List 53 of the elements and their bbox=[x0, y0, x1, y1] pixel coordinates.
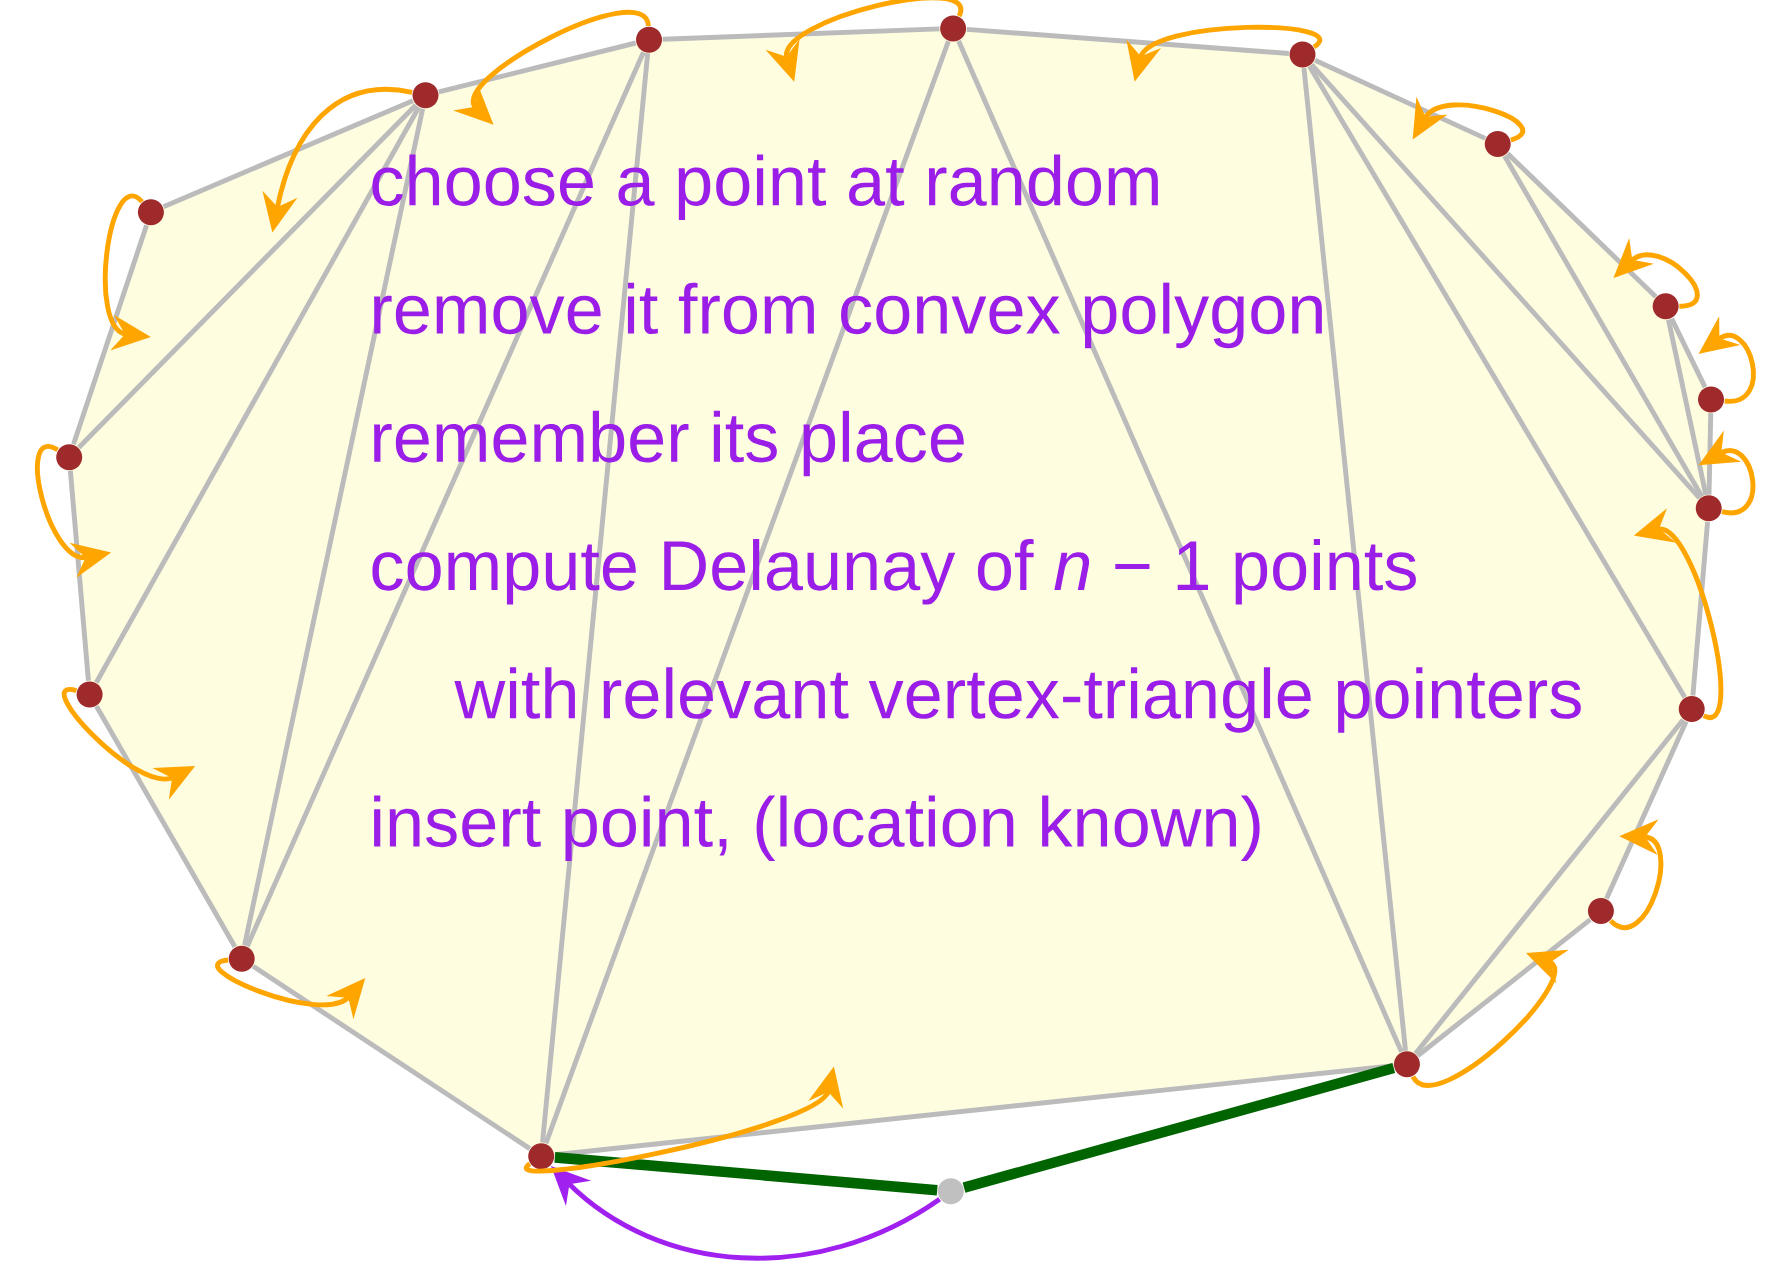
edge-line bbox=[1416, 917, 1592, 1058]
step-text: with relevant vertex-triangle pointers bbox=[454, 667, 1581, 733]
vertex-dot bbox=[1587, 898, 1614, 925]
edge-line bbox=[251, 964, 532, 1151]
vertex-dot bbox=[1393, 1051, 1420, 1078]
edge-line bbox=[1307, 65, 1687, 699]
vertex-dot bbox=[137, 199, 164, 226]
vertex-dot bbox=[528, 1143, 555, 1170]
edge-line bbox=[245, 51, 646, 948]
step-text: choose a point at random bbox=[372, 154, 1158, 220]
vertex-dot bbox=[636, 26, 662, 53]
vertex-dot bbox=[940, 15, 967, 42]
step-text: remember its place bbox=[374, 410, 964, 477]
edge-line bbox=[1301, 67, 1408, 1051]
edge-line bbox=[966, 26, 1290, 56]
edge-line bbox=[1690, 521, 1711, 696]
edge-line bbox=[540, 53, 651, 1143]
vertex-dot bbox=[937, 1178, 964, 1205]
vertex-dot bbox=[56, 444, 83, 471]
edge-line bbox=[162, 98, 414, 210]
edge-line bbox=[1669, 317, 1708, 389]
edge-line bbox=[67, 470, 91, 681]
edge-line bbox=[71, 224, 149, 445]
vertex-dot bbox=[1695, 495, 1722, 522]
edge-line bbox=[1706, 413, 1714, 495]
edge-line bbox=[1604, 720, 1689, 900]
vertex-dot bbox=[1289, 41, 1316, 68]
vertex-dot bbox=[1678, 696, 1705, 723]
vertex-dot bbox=[412, 82, 439, 109]
vertex-dot bbox=[1698, 386, 1725, 413]
step-text: insert point, (location known) bbox=[374, 795, 1260, 862]
vertex-dot bbox=[76, 681, 103, 708]
edge-line bbox=[662, 26, 940, 42]
edge-line bbox=[438, 40, 637, 95]
edge-line bbox=[1313, 57, 1487, 141]
edge-line bbox=[77, 103, 418, 450]
vertex-dot bbox=[228, 945, 255, 972]
edge-line bbox=[1505, 151, 1658, 299]
edge-line bbox=[1413, 718, 1686, 1056]
vertex-dot bbox=[1484, 131, 1511, 158]
vertex-dot bbox=[1652, 293, 1679, 320]
step-text: remove it from convex polygon bbox=[374, 282, 1322, 349]
edge-line bbox=[242, 108, 426, 946]
edge-line bbox=[1666, 319, 1709, 496]
edge-line bbox=[956, 39, 1404, 1053]
edge-line bbox=[962, 1062, 1396, 1193]
edge-line bbox=[554, 1152, 938, 1196]
edge-line bbox=[94, 106, 421, 684]
edge-line bbox=[1309, 63, 1702, 500]
edge-line bbox=[543, 40, 951, 1145]
step-text: compute Delaunay of n − 1 points bbox=[372, 539, 1416, 605]
edge-line bbox=[94, 705, 237, 949]
edge-line bbox=[1502, 154, 1704, 498]
